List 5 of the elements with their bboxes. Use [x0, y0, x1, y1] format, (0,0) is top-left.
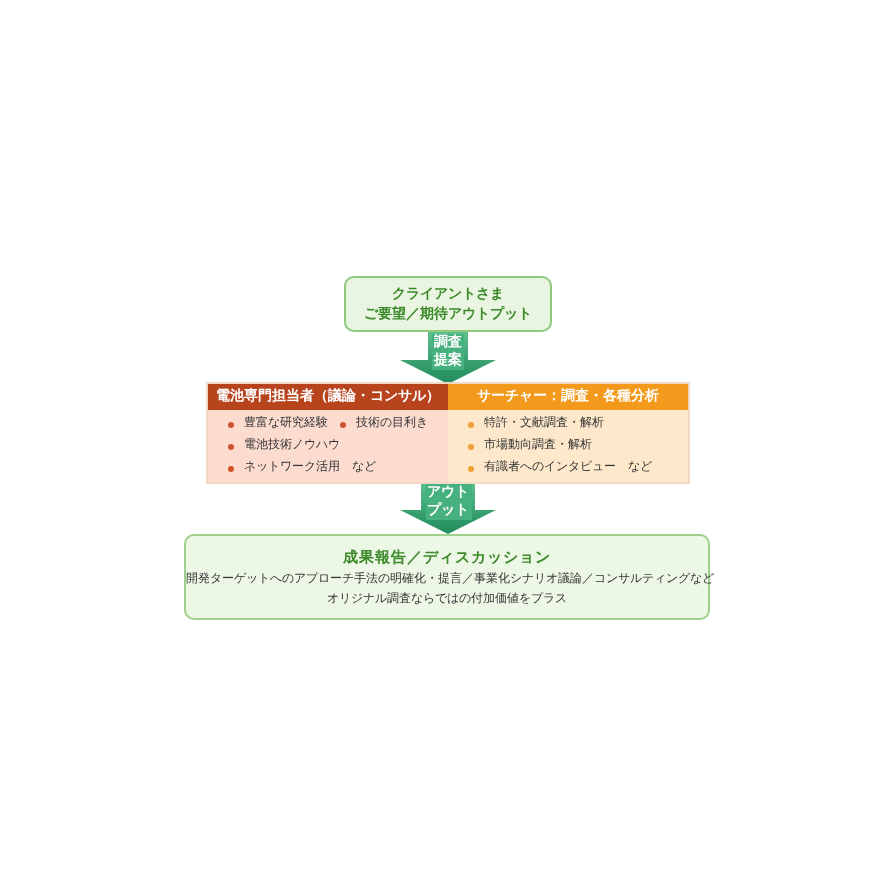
request-box	[344, 276, 552, 332]
expertise-panel	[208, 384, 448, 482]
expertise-panel	[448, 384, 688, 482]
result-box	[184, 534, 710, 620]
panel-band	[208, 384, 688, 482]
